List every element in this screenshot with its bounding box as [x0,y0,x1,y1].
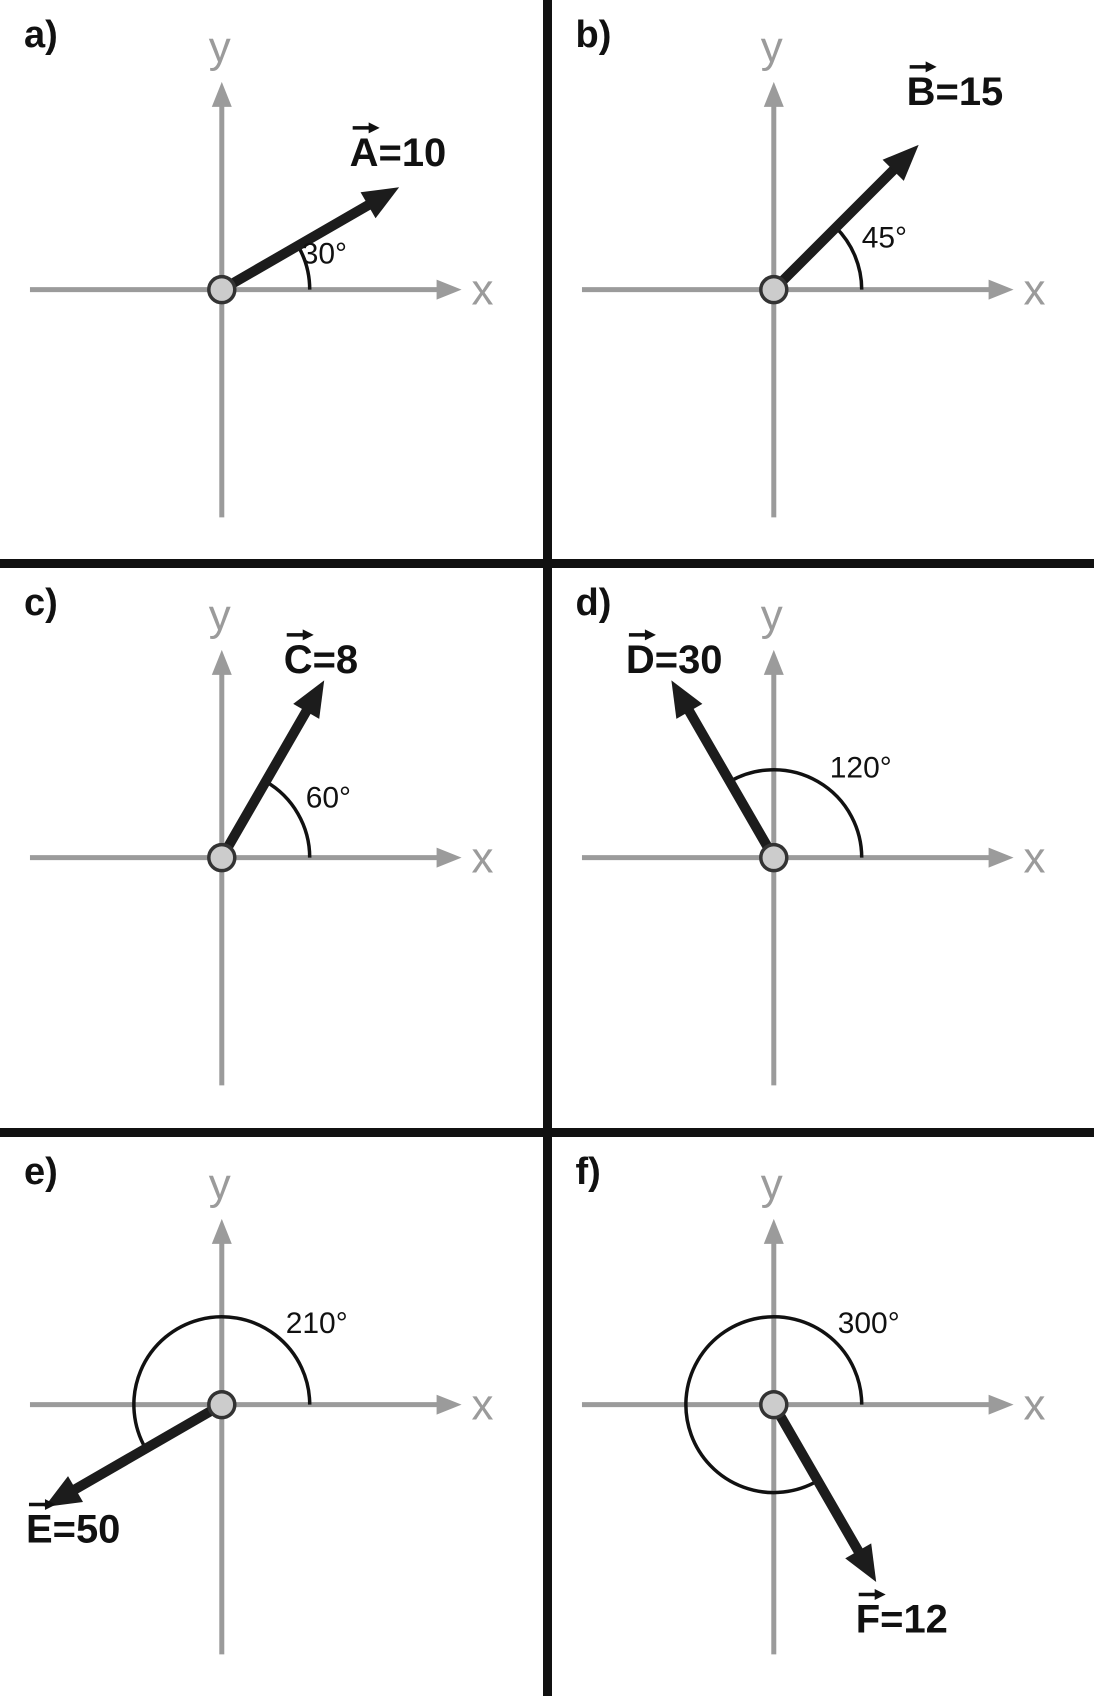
vector-diagram-d: x y 120° D=30 [581,591,1045,1086]
vector-label: F=12 [855,1597,947,1641]
x-axis-arrowhead [988,1394,1014,1415]
vector-label: B=15 [906,70,1003,114]
x-axis-arrowhead [436,847,462,868]
angle-label: 30° [302,238,347,271]
vector-arrow-shaft [768,1401,867,1560]
angle-arc [264,780,312,858]
x-axis-label: x [472,266,494,315]
panel-label: e) [24,1150,58,1193]
panel-label: a) [24,14,58,56]
x-axis-arrowhead [988,279,1014,300]
x-axis-arrowhead [988,847,1014,868]
vector-label-overline-arrowhead [302,629,314,641]
angle-label: 120° [829,752,891,785]
origin-dot [207,274,237,305]
vector-arrow-shaft [217,702,315,861]
panel-label: f) [575,1150,601,1193]
panel-f: f) x y 300° F=12 [551,1136,1094,1696]
x-axis-arrowhead [436,279,462,300]
origin-dot [758,1389,789,1420]
panel-d: d) x y 120° D=30 [551,568,1094,1128]
vector-diagram-f: x y 300° F=12 [581,1160,1045,1655]
origin-dot [207,1389,237,1420]
x-axis-label: x [1023,834,1045,883]
angle-label: 210° [286,1306,348,1339]
y-axis-arrowhead [211,81,232,107]
x-axis-label: x [1023,1380,1045,1429]
origin-dot [758,843,789,873]
origin-dot [207,843,237,873]
y-axis-label: y [209,1160,231,1209]
vector-label-overline-arrowhead [874,1588,886,1600]
vector-diagram-b: x y 45° B=15 [581,23,1045,518]
vector-arrowhead [44,1475,84,1507]
y-axis-arrowhead [211,1218,232,1244]
angle-label: 60° [306,782,351,815]
panel-a: a) x y 30° A=10 [0,0,543,560]
y-axis-arrowhead [763,650,784,676]
y-axis-label: y [760,23,782,72]
vector-arrow-shaft [680,702,778,861]
vector-diagram-a: x y 30° A=10 [29,23,494,518]
vector-label: C=8 [284,638,358,682]
vector-arrow-shaft [219,196,378,294]
vector-diagram-c: x y 60° C=8 [29,591,494,1086]
y-axis-arrowhead [763,1218,784,1244]
angle-label: 45° [861,222,906,255]
angle-arc [132,1314,312,1450]
vector-arrowhead [670,680,702,720]
vector-label: A=10 [350,131,447,175]
panel-label: b) [575,14,612,56]
panel-b: b) x y 45° B=15 [551,0,1094,560]
x-axis-arrowhead [436,1394,462,1415]
vector-diagram-e: x y 210° E=50 [26,1160,494,1655]
vector-arrowhead [360,187,400,219]
origin-dot [758,274,789,305]
panel-label: d) [575,582,612,625]
vector-label: E=50 [26,1507,120,1551]
angle-arc [728,768,863,858]
vector-label-overline-arrowhead [368,122,380,134]
angle-arc [834,226,863,290]
vector-label-overline-arrowhead [44,1498,56,1510]
vector-arrowhead [293,680,325,720]
y-axis-arrowhead [763,81,784,107]
y-axis-arrowhead [211,650,232,676]
vector-arrow-shaft [66,1400,225,1498]
vector-arrowhead [882,144,919,181]
x-axis-label: x [472,834,494,883]
y-axis-label: y [760,1160,782,1209]
y-axis-label: y [209,591,231,640]
vector-arrow-shaft [769,161,902,294]
panel-e: e) x y 210° E=50 [0,1136,543,1696]
vector-label-overline-arrowhead [925,61,937,73]
x-axis-label: x [1023,266,1045,315]
panel-label: c) [24,582,58,625]
vector-label-overline-arrowhead [644,629,656,641]
panel-c: c) x y 60° C=8 [0,568,543,1128]
vector-label: D=30 [625,638,722,682]
y-axis-label: y [209,23,231,72]
x-axis-label: x [472,1380,494,1429]
angle-arc [683,1314,863,1494]
angle-label: 300° [837,1306,899,1339]
vector-arrowhead [844,1543,876,1582]
y-axis-label: y [760,591,782,640]
